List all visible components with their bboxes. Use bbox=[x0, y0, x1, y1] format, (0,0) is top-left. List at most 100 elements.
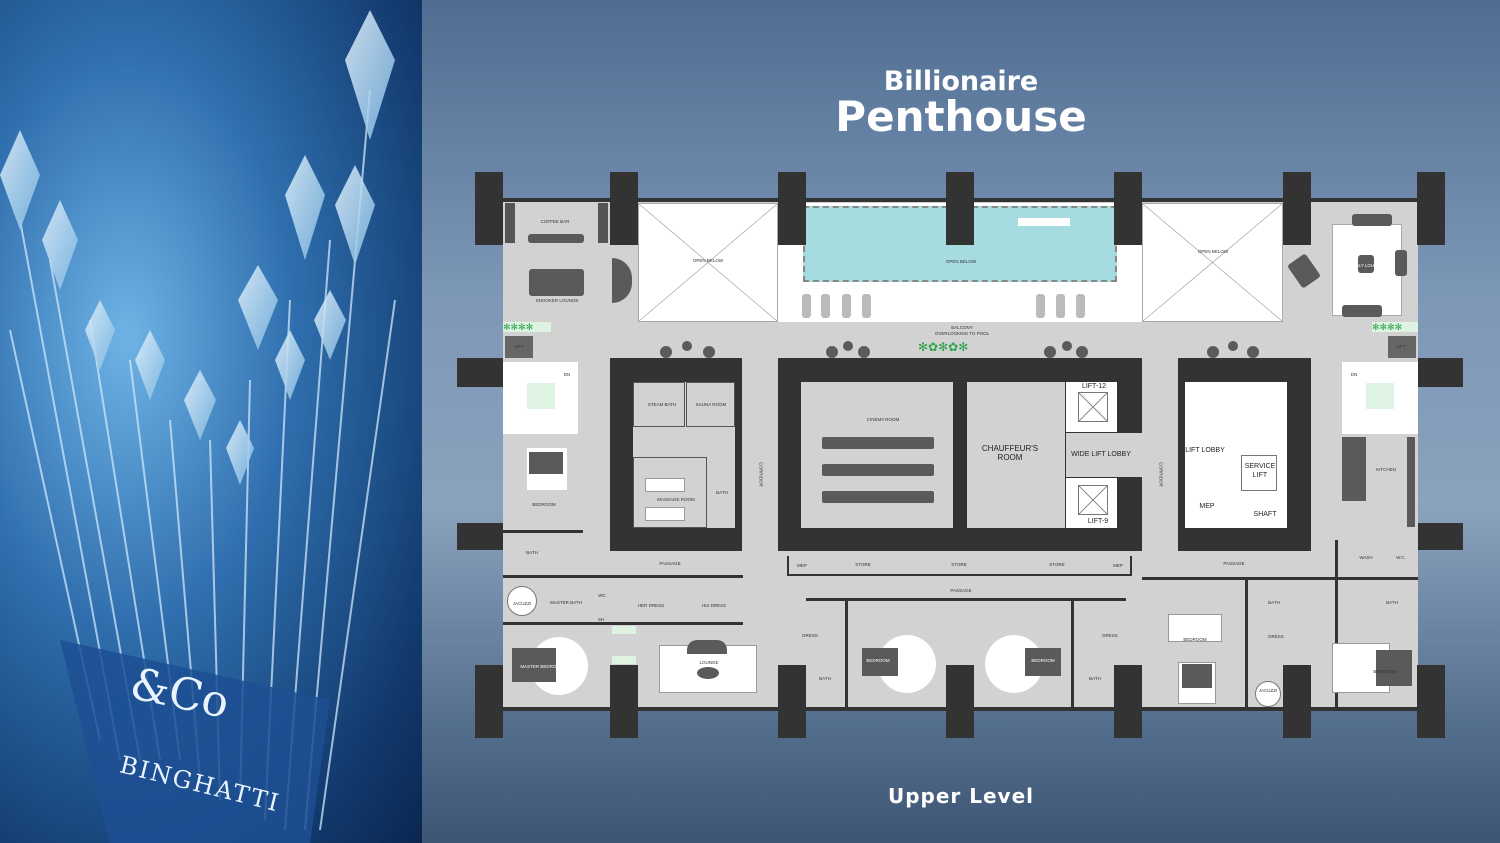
label-corridor: CORRIDOR bbox=[758, 462, 764, 487]
plan-element bbox=[1376, 650, 1412, 686]
plan-element bbox=[475, 665, 503, 738]
snooker-table bbox=[529, 269, 584, 296]
label-balcony: BALCONY bbox=[951, 325, 973, 330]
label-kitchen: KITCHEN bbox=[1376, 467, 1396, 472]
wide-lift-lobby bbox=[1066, 433, 1142, 477]
cinema-seats-row bbox=[822, 464, 934, 476]
label-open-below: OPEN BELOW bbox=[945, 259, 977, 264]
plan-element bbox=[645, 507, 685, 521]
label-lift: LIFT bbox=[514, 344, 524, 349]
label-bath: BATH bbox=[526, 550, 538, 555]
cinema-room bbox=[801, 382, 953, 528]
plan-element bbox=[505, 203, 515, 243]
label-wash: WASH bbox=[1359, 555, 1373, 560]
lift-right bbox=[1388, 336, 1416, 358]
lift-12 bbox=[1066, 382, 1117, 432]
plan-element bbox=[802, 294, 811, 318]
open-below-void bbox=[638, 203, 778, 322]
label-family-lounge: FAMILY LOUNGE bbox=[1348, 263, 1384, 268]
plan-element bbox=[1247, 346, 1259, 358]
plan-element bbox=[946, 665, 974, 738]
plan-element bbox=[457, 358, 503, 387]
plan-element bbox=[1062, 341, 1072, 351]
pool-bench bbox=[1018, 218, 1070, 226]
plan-element bbox=[610, 172, 638, 245]
label-shaft: SHAFT bbox=[1253, 511, 1277, 518]
label-wc: WC bbox=[598, 593, 606, 598]
label-lift-12: LIFT-12 bbox=[1081, 383, 1107, 390]
label-dress: DRESS bbox=[1102, 633, 1118, 638]
label-sauna-room: SAUNA ROOM bbox=[695, 402, 727, 407]
label-jacuzzi: JACUZZI bbox=[1258, 688, 1278, 693]
plan-element bbox=[1076, 294, 1085, 318]
plan-element bbox=[1335, 540, 1338, 710]
label-mep: MEP bbox=[797, 563, 807, 568]
plan-element bbox=[529, 452, 563, 474]
plan-element bbox=[1407, 437, 1415, 527]
label-wc: W.C. bbox=[1396, 555, 1406, 560]
planter bbox=[612, 626, 636, 634]
label-jacuzzi: JACUZZI bbox=[512, 601, 532, 606]
plan-element bbox=[1114, 172, 1142, 245]
plan-element bbox=[660, 346, 672, 358]
plan-element bbox=[1283, 665, 1311, 738]
label-balcony-overlooking: OVERLOOKING TO POOL bbox=[934, 331, 990, 336]
label-master-bath: MASTER BATH bbox=[550, 600, 582, 605]
plan-element bbox=[612, 258, 632, 303]
plan-element bbox=[826, 346, 838, 358]
plan-element bbox=[1255, 681, 1281, 707]
label-store: STORE bbox=[855, 562, 871, 567]
label-store: STORE bbox=[1049, 562, 1065, 567]
plan-element bbox=[1071, 598, 1074, 710]
plan-element bbox=[1207, 346, 1219, 358]
label-steam-bath: STEAM BATH bbox=[647, 402, 677, 407]
label-service-lift: SERVICE LIFT bbox=[1244, 463, 1276, 479]
plan-element bbox=[1168, 614, 1222, 642]
plan-element bbox=[703, 346, 715, 358]
plan-element bbox=[1044, 346, 1056, 358]
cinema-seats-row bbox=[822, 437, 934, 449]
plan-element bbox=[778, 172, 806, 245]
title-line-1: Billionaire bbox=[883, 66, 1039, 97]
label-chauffeurs-room: CHAUFFEUR'S ROOM bbox=[981, 444, 1039, 462]
plan-element bbox=[1076, 346, 1088, 358]
plan-element bbox=[1342, 437, 1366, 501]
label-dress: DRESS bbox=[1268, 634, 1284, 639]
label-bath: BATH bbox=[1268, 600, 1280, 605]
label-wide-lift-lobby: WIDE LIFT LOBBY bbox=[1071, 451, 1131, 458]
label-lift: LIFT bbox=[1396, 344, 1406, 349]
cinema-seats-row bbox=[822, 491, 934, 503]
plan-element bbox=[633, 382, 685, 427]
master-bed bbox=[512, 648, 556, 682]
label-open-below: OPEN BELOW bbox=[1197, 249, 1229, 254]
planter: ✻✻✻✻ bbox=[503, 322, 551, 332]
label-bath: BATH bbox=[1386, 600, 1398, 605]
label-open-below: OPEN BELOW bbox=[692, 258, 724, 263]
plan-element bbox=[1078, 485, 1108, 515]
label-cinema-room: CINEMA ROOM bbox=[866, 417, 900, 422]
plan-element bbox=[787, 556, 1132, 576]
plan-element bbox=[778, 665, 806, 738]
label-massage-room: MASSAGE ROOM bbox=[657, 497, 695, 502]
plan-element bbox=[1352, 214, 1392, 226]
plan-element bbox=[686, 382, 735, 427]
label-lift-9: LIFT-9 bbox=[1087, 518, 1109, 525]
level-label: Upper Level bbox=[887, 784, 1035, 808]
label-bedroom: BEDROOM bbox=[866, 658, 890, 663]
atrium-planter bbox=[527, 383, 555, 409]
open-below-void bbox=[1142, 203, 1283, 322]
plan-element bbox=[1417, 172, 1445, 245]
label-bedroom: BEDROOM bbox=[1373, 669, 1397, 674]
label-dress: DRESS bbox=[802, 633, 818, 638]
plan-element bbox=[1418, 358, 1463, 387]
label-sh: SH bbox=[597, 617, 605, 622]
atrium-planter bbox=[1366, 383, 1394, 409]
planter bbox=[612, 656, 636, 664]
label-bedroom: BEDROOM bbox=[532, 502, 556, 507]
plan-element bbox=[858, 346, 870, 358]
label-store: STORE bbox=[951, 562, 967, 567]
plan-element bbox=[862, 294, 871, 318]
plan-element bbox=[1395, 250, 1407, 276]
label-passage: PASSAGE bbox=[659, 561, 681, 566]
plan-element bbox=[598, 203, 608, 243]
